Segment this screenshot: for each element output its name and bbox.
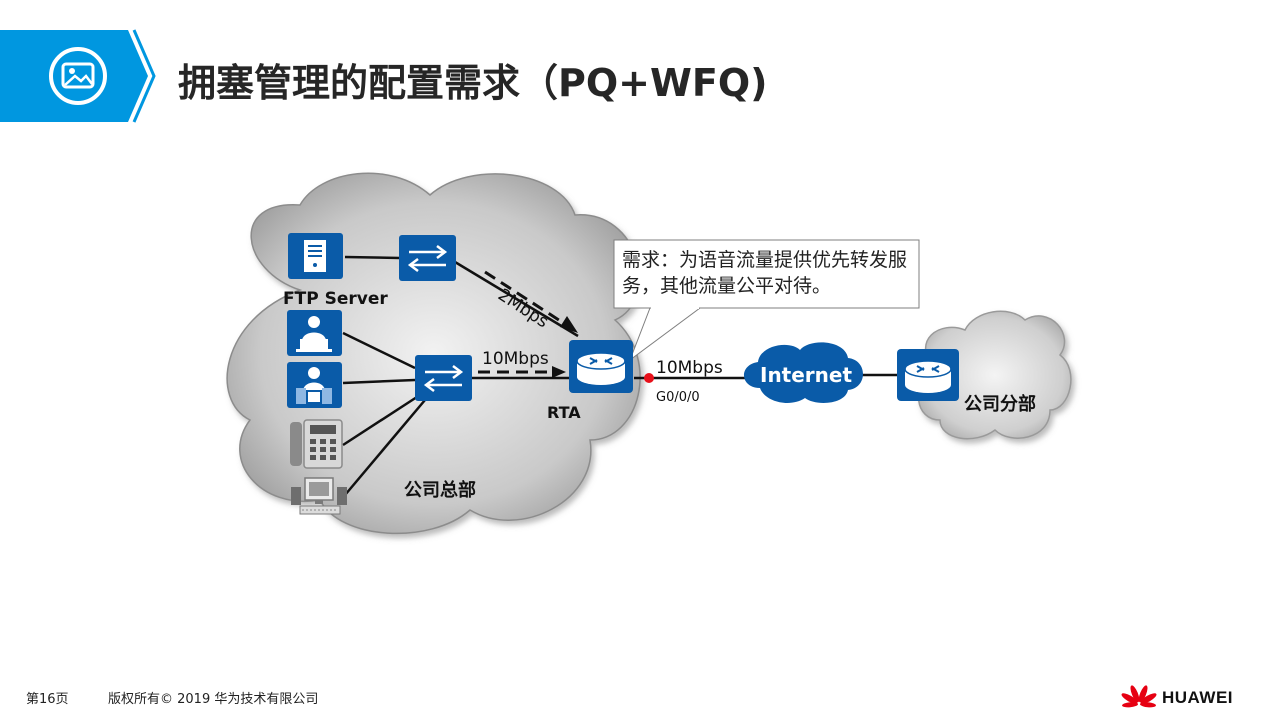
ip-phone-icon — [290, 419, 343, 469]
link-10mbps-right-label: 10Mbps — [656, 358, 723, 378]
callout-box — [613, 239, 920, 309]
callout-pointer — [628, 306, 702, 362]
router-rta-icon — [569, 340, 633, 393]
branch-router-icon — [897, 349, 959, 401]
ftp-server-label: FTP Server — [283, 289, 388, 309]
ftp-server-icon — [288, 233, 343, 279]
huawei-logo-icon — [1121, 685, 1157, 708]
callout-text: 需求：为语音流量提供优先转发服务，其他流量公平对待。 — [622, 249, 908, 297]
traffic-arrow-2mbps — [484, 270, 578, 333]
page-title: 拥塞管理的配置需求（PQ+WFQ) — [178, 61, 768, 105]
office-worker-icon — [287, 362, 342, 408]
internet-cloud-icon — [743, 342, 863, 403]
internet-label: Internet — [760, 363, 853, 387]
switch-icon — [415, 355, 472, 401]
switch-icon — [399, 235, 456, 281]
branch-label: 公司分部 — [964, 394, 1036, 415]
link-10mbps-left-label: 10Mbps — [482, 349, 549, 369]
brand-name: HUAWEI — [1162, 688, 1233, 707]
links — [342, 255, 898, 496]
branch-cloud — [918, 310, 1072, 440]
desktop-pc-icon — [291, 477, 347, 515]
image-icon — [49, 47, 107, 105]
interface-label: G0/0/0 — [656, 390, 700, 405]
pc-user-icon — [287, 310, 342, 356]
router-rta-label: RTA — [547, 403, 581, 422]
interface-marker — [644, 373, 654, 383]
header-banner — [0, 29, 156, 123]
traffic-arrow-10mbps — [478, 366, 566, 378]
hq-label: 公司总部 — [404, 480, 476, 501]
page-number: 第16页 — [26, 692, 69, 707]
copyright-text: 版权所有© 2019 华为技术有限公司 — [108, 692, 319, 707]
